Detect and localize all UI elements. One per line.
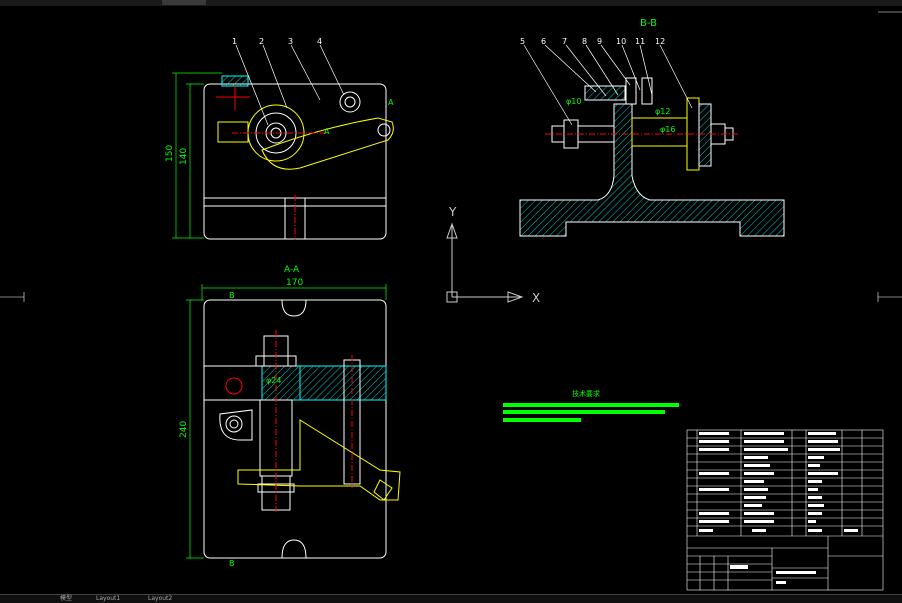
label-b-bottom: B xyxy=(229,559,235,568)
balloon-8: 8 xyxy=(582,37,587,46)
title-bar xyxy=(0,0,902,6)
tech-req-lines xyxy=(503,403,679,422)
section-aa-dims xyxy=(186,284,387,559)
balloon-7: 7 xyxy=(562,37,567,46)
balloon-1: 1 xyxy=(232,37,237,46)
balloon-12: 12 xyxy=(655,37,665,46)
dim-140: 140 xyxy=(179,148,189,165)
tech-req-title: 技术要求 xyxy=(572,389,600,398)
crosshair xyxy=(0,11,902,302)
balloon-9: 9 xyxy=(597,37,602,46)
balloon-6: 6 xyxy=(541,37,546,46)
ucs-x-label: X xyxy=(532,291,540,305)
front-view-leaders xyxy=(235,44,345,126)
model-tab[interactable]: 模型 xyxy=(60,595,73,602)
window-tab[interactable] xyxy=(162,0,206,5)
label-a-top: A xyxy=(388,98,394,107)
layout1-tab[interactable]: Layout1 xyxy=(96,595,121,602)
dim-170: 170 xyxy=(286,278,303,288)
title-block[interactable] xyxy=(686,429,884,591)
balloon-5: 5 xyxy=(520,37,525,46)
title-block-text-marks xyxy=(699,432,858,584)
balloon-10: 10 xyxy=(616,37,626,46)
dim-150: 150 xyxy=(165,145,175,162)
ucs-y-label: Y xyxy=(448,205,457,219)
layout2-tab[interactable]: Layout2 xyxy=(148,595,173,602)
front-view-dims xyxy=(172,72,222,239)
section-aa-view[interactable] xyxy=(203,299,401,559)
section-aa-title: A-A xyxy=(284,265,300,275)
balloon-11: 11 xyxy=(635,37,645,46)
label-a-mid: A xyxy=(324,127,330,136)
front-view[interactable] xyxy=(203,75,394,240)
label-b-top: B xyxy=(229,291,235,300)
status-bar: 模型 Layout1 Layout2 xyxy=(0,594,902,603)
balloon-2: 2 xyxy=(259,37,264,46)
balloon-3: 3 xyxy=(288,37,293,46)
section-bb-leaders xyxy=(523,44,693,126)
section-bb-title: B-B xyxy=(640,18,657,29)
dim-dia-24: φ24 xyxy=(266,376,281,385)
dim-dia-16: φ16 xyxy=(660,125,675,134)
section-bb-view[interactable] xyxy=(519,77,785,237)
dim-240: 240 xyxy=(179,421,189,438)
dim-dia-10: φ10 xyxy=(566,97,581,106)
dim-dia-12: φ12 xyxy=(655,107,670,116)
balloon-4: 4 xyxy=(317,37,322,46)
ucs-icon xyxy=(446,222,524,303)
